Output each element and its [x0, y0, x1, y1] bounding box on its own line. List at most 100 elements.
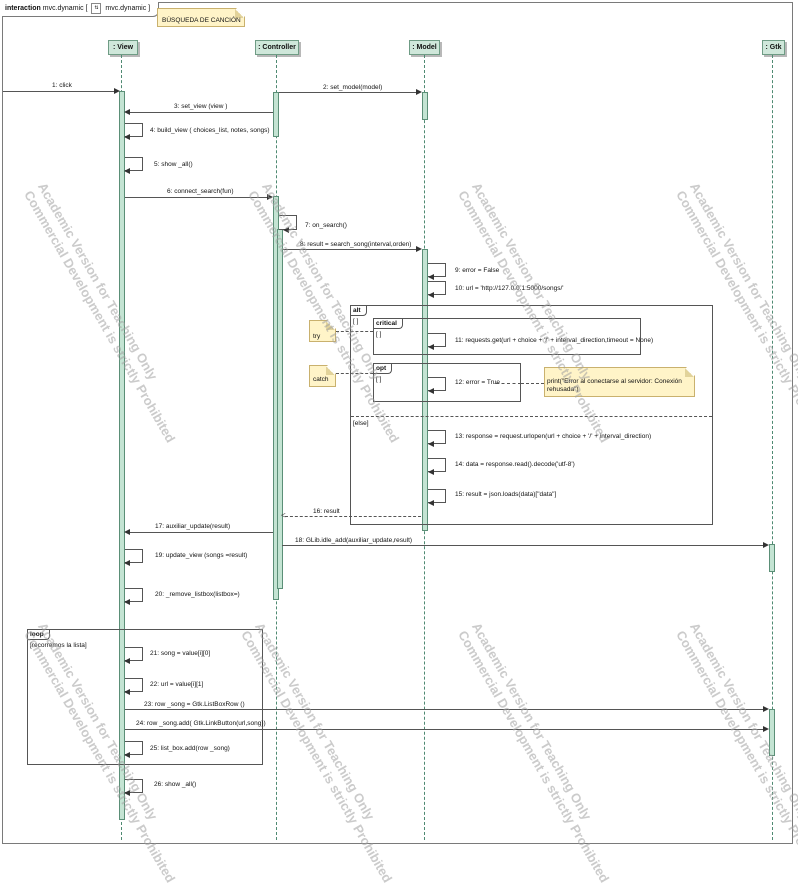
fragment-critical-tag: critical	[374, 319, 403, 329]
message-5-loop	[125, 157, 143, 171]
alt-else-separator	[351, 416, 712, 417]
message-2-line	[279, 92, 417, 93]
message-10-loop	[428, 281, 446, 295]
arrow-head-icon	[267, 194, 273, 200]
activation-gtk-1	[769, 544, 775, 572]
title-note-text: BÚSQUEDA DE CANCIÓN	[162, 17, 241, 24]
message-19-loop	[125, 549, 143, 563]
message-19-label[interactable]: 19: update_view (songs =result)	[155, 552, 248, 559]
note-fold	[685, 368, 694, 377]
arrow-head-icon	[428, 388, 434, 394]
frame-kind: interaction	[5, 5, 41, 12]
fragment-critical[interactable]: critical [ ]	[373, 318, 641, 355]
message-20-loop	[125, 588, 143, 602]
note-fold	[235, 9, 244, 18]
message-9-label[interactable]: 9: error = False	[455, 267, 500, 274]
note-try-anchor	[336, 331, 373, 332]
arrow-head-icon	[124, 599, 130, 605]
message-15-label[interactable]: 15: result = json.loads(data)["data"]	[455, 491, 557, 498]
message-23-line	[125, 709, 763, 710]
message-8-label[interactable]: 8: result = search_song(interval,orden)	[300, 241, 412, 248]
lifeline-gtk	[772, 55, 773, 840]
message-25-label[interactable]: 25: list_box.add(row _song)	[150, 745, 230, 752]
arrow-head-icon	[428, 344, 434, 350]
message-13-loop	[428, 430, 446, 444]
arrow-head-icon	[428, 441, 434, 447]
note-catch[interactable]: catch	[309, 365, 336, 387]
fragment-alt-else-guard: [else]	[353, 420, 369, 427]
fragment-opt[interactable]: opt [ ]	[373, 363, 521, 402]
arrow-head-icon	[763, 706, 769, 712]
message-21-loop	[125, 647, 143, 661]
title-note[interactable]: BÚSQUEDA DE CANCIÓN	[157, 8, 245, 27]
message-12-note-link	[496, 383, 521, 384]
message-15-loop	[428, 489, 446, 503]
message-26-loop	[125, 779, 143, 793]
fragment-alt-tag: alt	[351, 306, 367, 316]
arrow-head-icon	[124, 168, 130, 174]
message-18-label[interactable]: 18: GLib.idle_add(auxiliar_update,result…	[295, 537, 413, 544]
fragment-alt[interactable]: alt [ ] [else]	[350, 305, 713, 525]
message-12-label[interactable]: 12: error = True	[455, 379, 500, 386]
arrow-head-icon	[428, 292, 434, 298]
note-try-text: try	[313, 333, 321, 340]
arrow-head-icon	[124, 790, 130, 796]
message-23-label[interactable]: 23: row _song = Gtk.ListBoxRow ()	[144, 701, 245, 708]
note-error-anchor	[521, 383, 544, 384]
lifeline-gtk-head[interactable]: : Gtk	[762, 40, 785, 55]
note-fold	[326, 321, 335, 330]
interaction-frame	[2, 2, 793, 844]
message-9-loop	[428, 263, 446, 277]
message-6-line	[125, 197, 268, 198]
message-26-label[interactable]: 26: show _all()	[154, 781, 197, 788]
note-error-print[interactable]: print("Error al conectarse al servidor: …	[544, 367, 695, 397]
message-1-label[interactable]: 1: click	[52, 82, 72, 89]
message-6-label[interactable]: 6: connect_search(fun)	[167, 188, 234, 195]
arrow-head-icon	[416, 89, 422, 95]
lifeline-view-head[interactable]: : View	[108, 40, 138, 55]
message-25-loop	[125, 741, 143, 755]
message-3-label[interactable]: 3: set_view (view )	[174, 103, 228, 110]
lifeline-controller-head[interactable]: : Controller	[255, 40, 299, 55]
note-fold	[326, 366, 335, 375]
activation-controller-3	[277, 229, 283, 589]
arrow-head-icon	[124, 752, 130, 758]
message-5-label[interactable]: 5: show _all()	[154, 161, 193, 168]
fragment-critical-guard: [ ]	[376, 331, 382, 338]
message-2-label[interactable]: 2: set_model(model)	[323, 84, 383, 91]
arrow-head-icon	[124, 689, 130, 695]
message-21-label[interactable]: 21: song = value[i][0]	[150, 650, 211, 657]
arrow-head-icon	[124, 134, 130, 140]
message-12-loop	[428, 377, 446, 391]
activation-model-2	[422, 249, 428, 531]
message-4-label[interactable]: 4: build_view ( choices_list, notes, son…	[150, 127, 270, 134]
arrow-head-icon	[763, 542, 769, 548]
fragment-loop[interactable]: loop [recorremos la lista]	[27, 629, 263, 765]
fragment-opt-guard: [ ]	[376, 376, 382, 383]
message-20-label[interactable]: 20: _remove_listbox(listbox=)	[155, 591, 240, 598]
fragment-loop-tag: loop	[28, 630, 50, 640]
arrow-head-icon	[124, 658, 130, 664]
message-16-label[interactable]: 16: result	[313, 508, 340, 515]
message-24-label[interactable]: 24: row _song.add( Gtk.LinkButton(url,so…	[136, 720, 266, 727]
activation-view	[119, 91, 125, 820]
arrow-head-icon	[428, 469, 434, 475]
message-13-label[interactable]: 13: response = request.urlopen(url + cho…	[455, 433, 652, 440]
message-14-label[interactable]: 14: data = response.read().decode('utf-8…	[455, 461, 575, 468]
message-17-label[interactable]: 17: auxiliar_update(result)	[155, 523, 231, 530]
message-7-label[interactable]: 7: on_search()	[305, 222, 347, 229]
message-14-loop	[428, 458, 446, 472]
lifeline-model-head[interactable]: : Model	[409, 40, 440, 55]
message-18-line	[282, 545, 763, 546]
message-1-line	[3, 91, 116, 92]
note-try[interactable]: try	[309, 320, 336, 342]
arrow-head-icon	[763, 726, 769, 732]
activation-model-1	[422, 92, 428, 120]
arrow-head-icon	[416, 246, 422, 252]
message-10-label[interactable]: 10: url = 'http://127.0.0.1:5000/songs/'	[455, 285, 564, 292]
arrow-head-icon	[428, 274, 434, 280]
message-8-line	[283, 249, 417, 250]
message-24-line	[125, 729, 763, 730]
message-11-label[interactable]: 11: requests.get(url + choice + '/' + in…	[455, 337, 654, 344]
message-22-label[interactable]: 22: url = value[i][1]	[150, 681, 204, 688]
